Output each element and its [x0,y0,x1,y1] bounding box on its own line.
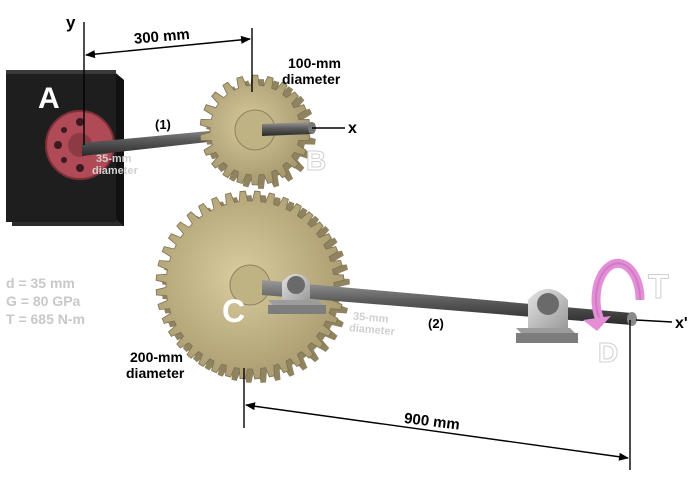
given-t: T = 685 N-m [6,311,85,327]
dim-top-line [85,35,251,59]
shaft-1-diameter-line2: diameter [92,165,139,177]
axis-x-prime-label: x' [675,315,688,332]
dim-bottom-label: 900 mm [403,410,461,434]
given-g: G = 80 GPa [6,293,81,309]
bearing-left [268,274,326,314]
axis-y-label: y [66,13,76,32]
gear-b-diameter-line2: diameter [282,71,341,87]
gear-c-diameter-line1: 200-mm [130,349,183,365]
dim-top-label: 300 mm [133,26,190,48]
gear-c-diameter-line2: diameter [126,365,185,381]
shaft-2-label: (2) [428,316,444,331]
gear-c [155,190,350,383]
shaft-1-diameter-line1: 35-mm [96,153,132,165]
shaft-1-label: (1) [155,117,171,132]
bearing-right [516,289,578,343]
label-d: D [598,337,618,368]
label-a: A [38,82,60,115]
shaft-2-diameter-line2: diameter [349,322,396,338]
label-c: C [222,293,245,329]
torque-arrow [583,258,645,331]
x-prime-axis-line [635,319,673,323]
gear-b-diameter-line1: 100-mm [288,55,341,71]
label-t: T [648,268,669,306]
shaft-1-end [262,122,316,136]
dim-bottom-line [245,402,629,461]
label-b: B [306,145,326,176]
axis-x-label: x [348,120,357,137]
shaft-2-diameter-line1: 35-mm [353,311,390,326]
gear-b [199,74,316,189]
given-d: d = 35 mm [6,275,75,291]
